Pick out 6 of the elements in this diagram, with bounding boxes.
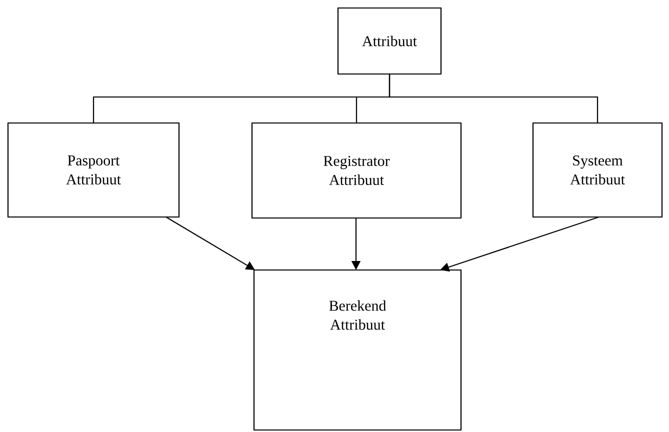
class-box: Berekend Attribuut (253, 269, 462, 431)
class-box: Systeem Attribuut (532, 122, 663, 218)
class-box: Registrator Attribuut (251, 122, 462, 219)
class-box: Paspoort Attribuut (7, 122, 180, 218)
class-box: Attribuut (337, 7, 442, 75)
connector (388, 74, 598, 122)
